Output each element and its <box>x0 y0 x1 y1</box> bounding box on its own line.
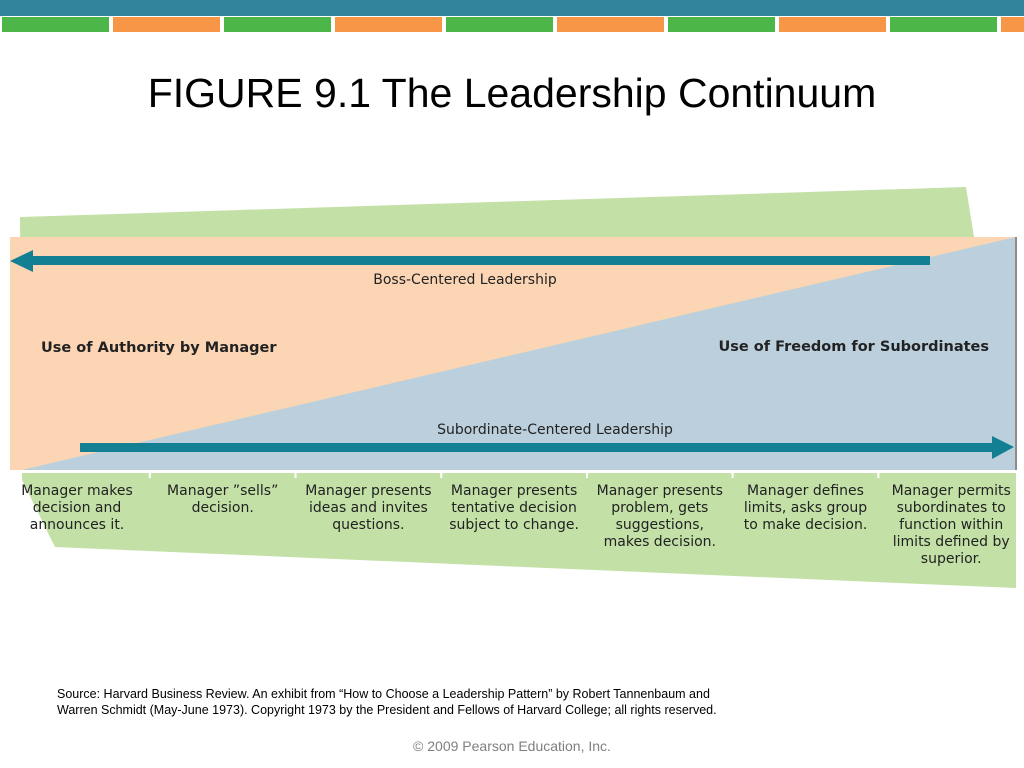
stage-label-line: Manager makes <box>21 483 133 499</box>
stage-label-line: limits defined by <box>893 534 1010 550</box>
source-line-1: Source: Harvard Business Review. An exhi… <box>57 687 710 701</box>
stage-label-line: Manager presents <box>305 483 431 499</box>
stage-label-line: problem, gets <box>611 500 708 516</box>
stage-label-line: makes decision. <box>604 534 716 550</box>
header-stripe <box>2 17 109 32</box>
subordinate-centered-label: Subordinate-Centered Leadership <box>437 422 673 438</box>
stage-label-line: decision. <box>192 500 254 516</box>
header-stripe <box>224 17 331 32</box>
boss-arrow-shaft <box>30 256 930 265</box>
stage-label: Manager ”sells”decision. <box>167 483 278 516</box>
subordinate-arrow-head <box>992 436 1014 459</box>
stage-label-line: Manager presents <box>597 483 723 499</box>
stage-label-line: Manager presents <box>451 483 577 499</box>
stage-label-line: announces it. <box>30 517 125 533</box>
header-stripe <box>779 17 886 32</box>
stage-label-line: Manager ”sells” <box>167 483 278 499</box>
source-note: Source: Harvard Business Review. An exhi… <box>57 686 777 718</box>
subordinate-arrow-shaft <box>80 443 996 452</box>
stage-label-line: ideas and invites <box>309 500 428 516</box>
boss-arrow-head <box>10 250 33 272</box>
header-stripe <box>113 17 220 32</box>
source-line-2: Warren Schmidt (May-June 1973). Copyrigh… <box>57 703 717 717</box>
leadership-continuum-diagram: Boss-Centered Leadership Subordinate-Cen… <box>10 187 1017 588</box>
authority-label: Use of Authority by Manager <box>41 340 277 356</box>
header-stripe <box>335 17 442 32</box>
stage-label-line: Manager defines <box>747 483 864 499</box>
stage-label-line: Manager permits <box>892 483 1011 499</box>
stage-label-line: questions. <box>332 517 404 533</box>
header-stripe <box>890 17 997 32</box>
header-stripes <box>0 17 1024 33</box>
subordinate-centered-area <box>22 237 1016 470</box>
slide-title: FIGURE 9.1 The Leadership Continuum <box>147 70 877 116</box>
copyright: © 2009 Pearson Education, Inc. <box>413 738 611 754</box>
stage-label-line: suggestions, <box>616 517 704 533</box>
header-stripe <box>1001 17 1024 32</box>
header-bar <box>0 0 1024 16</box>
stage-label-line: limits, asks group <box>744 500 867 516</box>
stage-label-line: to make decision. <box>744 517 868 533</box>
stage-label-line: superior. <box>921 551 982 567</box>
header-stripe <box>668 17 775 32</box>
freedom-label: Use of Freedom for Subordinates <box>719 339 989 355</box>
stage-label-line: subordinates to <box>897 500 1006 516</box>
header-stripe <box>557 17 664 32</box>
header-stripe <box>446 17 553 32</box>
stage-label-line: decision and <box>33 500 122 516</box>
stage-label-line: function within <box>899 517 1003 533</box>
boss-centered-area <box>10 237 1016 470</box>
baseline <box>10 470 1016 473</box>
stage-ticks <box>148 471 880 478</box>
stage-label-line: subject to change. <box>449 517 579 533</box>
boss-centered-label: Boss-Centered Leadership <box>373 272 557 288</box>
stage-label-line: tentative decision <box>451 500 576 516</box>
